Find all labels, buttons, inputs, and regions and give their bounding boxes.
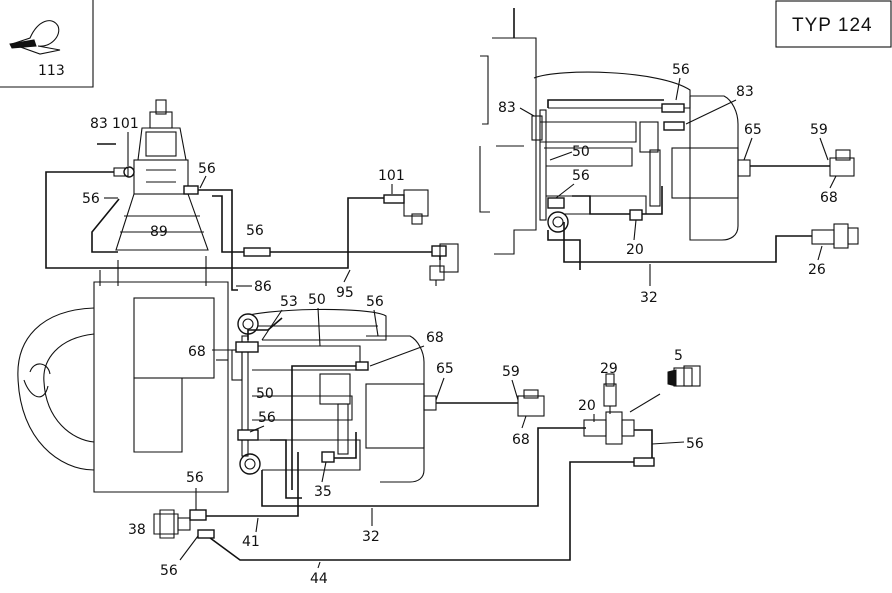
label-50-top: 50	[308, 292, 326, 308]
label-59-top: 59	[810, 122, 828, 138]
label-50-top-right: 50	[572, 144, 590, 160]
label-56-top: 56	[672, 62, 690, 78]
label-68-mid-c: 68	[512, 432, 530, 448]
left-hoses	[45, 171, 447, 291]
label-89: 89	[150, 224, 168, 240]
label-56-mid-a: 56	[366, 294, 384, 310]
inset-113-label: 113	[38, 63, 65, 79]
label-32-top: 32	[640, 290, 658, 306]
top-right-fittings	[811, 149, 859, 249]
label-86: 86	[254, 279, 272, 295]
label-59-mid: 59	[502, 364, 520, 380]
label-20-top: 20	[626, 242, 644, 258]
label-101-right: 101	[378, 168, 405, 184]
label-26: 26	[808, 262, 826, 278]
label-20-mid: 20	[578, 398, 596, 414]
middle-hoses	[189, 317, 655, 561]
title-text: TYP 124	[792, 15, 873, 36]
label-56-mid-d: 56	[186, 470, 204, 486]
middle-manifold	[231, 308, 387, 475]
label-32-mid: 32	[362, 529, 380, 545]
label-56-left-c: 56	[246, 223, 264, 239]
label-38: 38	[128, 522, 146, 538]
label-56-mid-c: 56	[686, 436, 704, 452]
label-83-top-left: 83	[498, 100, 516, 116]
label-53: 53	[280, 294, 298, 310]
title-box: TYP 124	[775, 0, 892, 48]
label-83-left: 83	[90, 116, 108, 132]
label-35: 35	[314, 484, 332, 500]
label-68-mid-b: 68	[426, 330, 444, 346]
label-56-mid-b: 56	[258, 410, 276, 426]
label-83-top-right: 83	[736, 84, 754, 100]
label-56-left-b: 56	[198, 161, 216, 177]
label-65-mid: 65	[436, 361, 454, 377]
left-solenoid-valves	[403, 189, 459, 286]
label-44: 44	[310, 571, 328, 587]
label-68-top: 68	[820, 190, 838, 206]
inset-113: 113	[0, 0, 94, 88]
middle-fittings	[153, 365, 701, 539]
top-right-hoses	[547, 99, 830, 270]
middle-engine-block	[17, 281, 229, 493]
label-101-left: 101	[112, 116, 139, 132]
label-29: 29	[600, 361, 618, 377]
label-56-left-a: 56	[82, 191, 100, 207]
label-65-top: 65	[744, 122, 762, 138]
label-50-mid: 50	[256, 386, 274, 402]
label-56-top-b: 56	[572, 168, 590, 184]
label-41: 41	[242, 534, 260, 550]
label-5: 5	[674, 348, 683, 364]
top-right-assembly	[479, 8, 751, 255]
label-68-mid-a: 68	[188, 344, 206, 360]
middle-canister	[319, 335, 437, 483]
label-56-mid-e: 56	[160, 563, 178, 579]
left-filter-assembly	[113, 99, 209, 251]
label-95: 95	[336, 285, 354, 301]
